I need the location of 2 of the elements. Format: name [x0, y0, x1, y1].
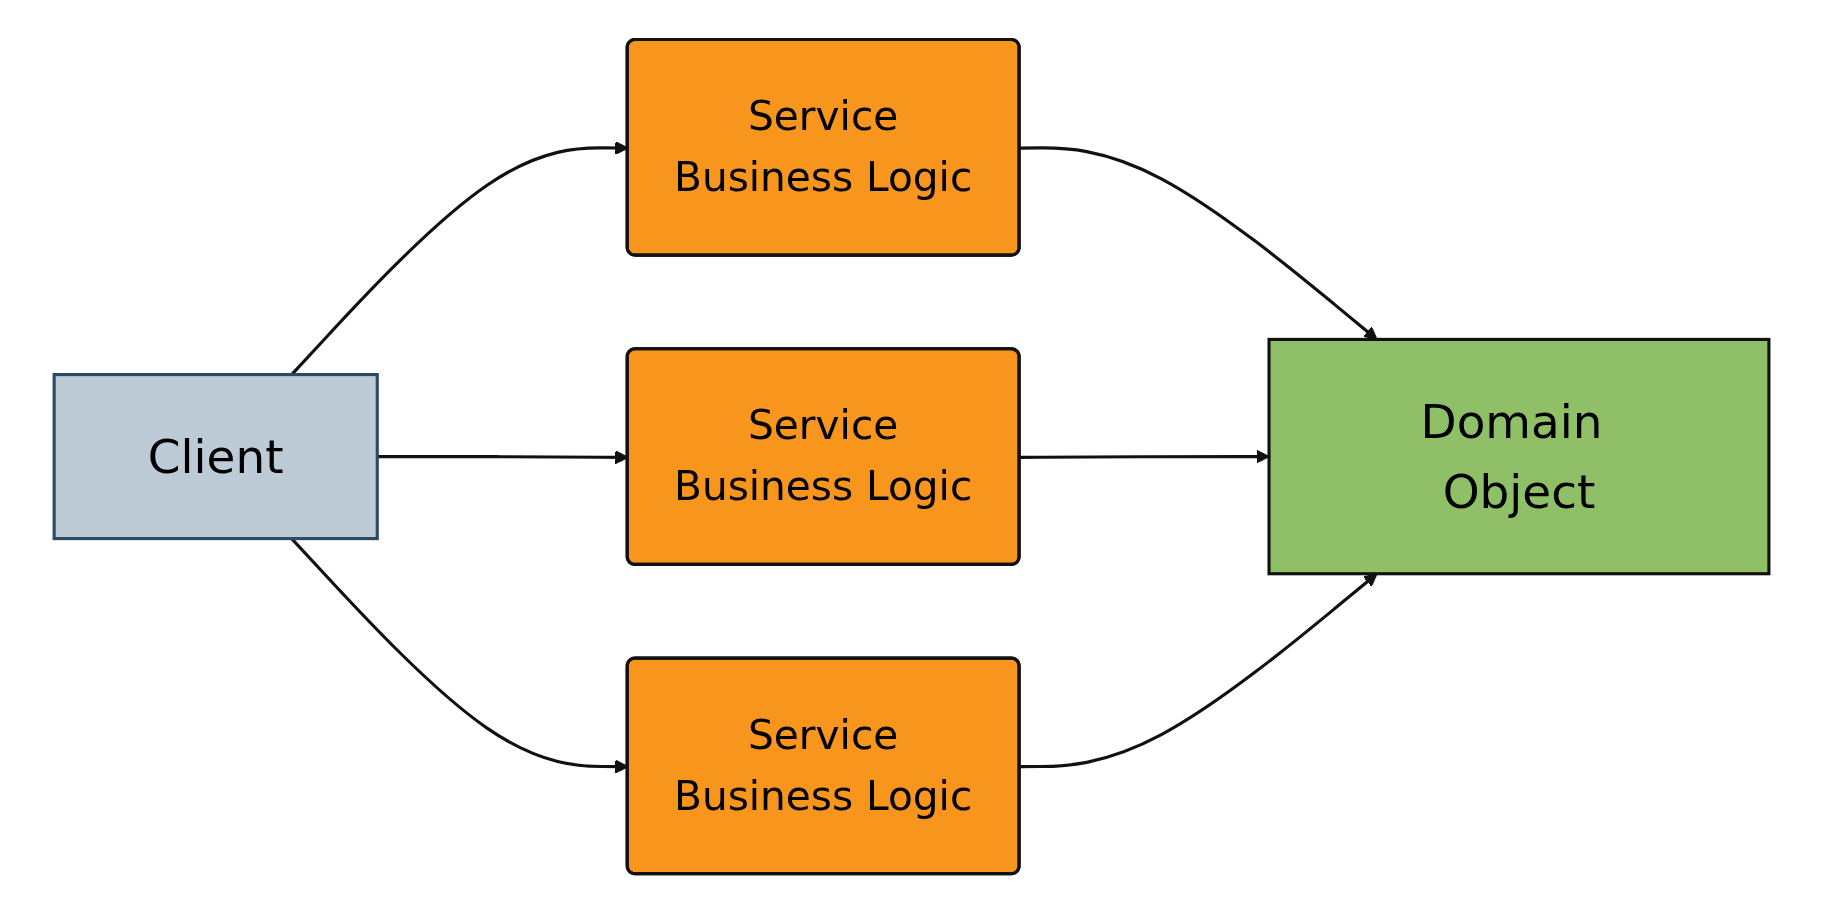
node-box: Client — [53, 373, 380, 541]
node-box: Domain Object — [1267, 338, 1771, 576]
